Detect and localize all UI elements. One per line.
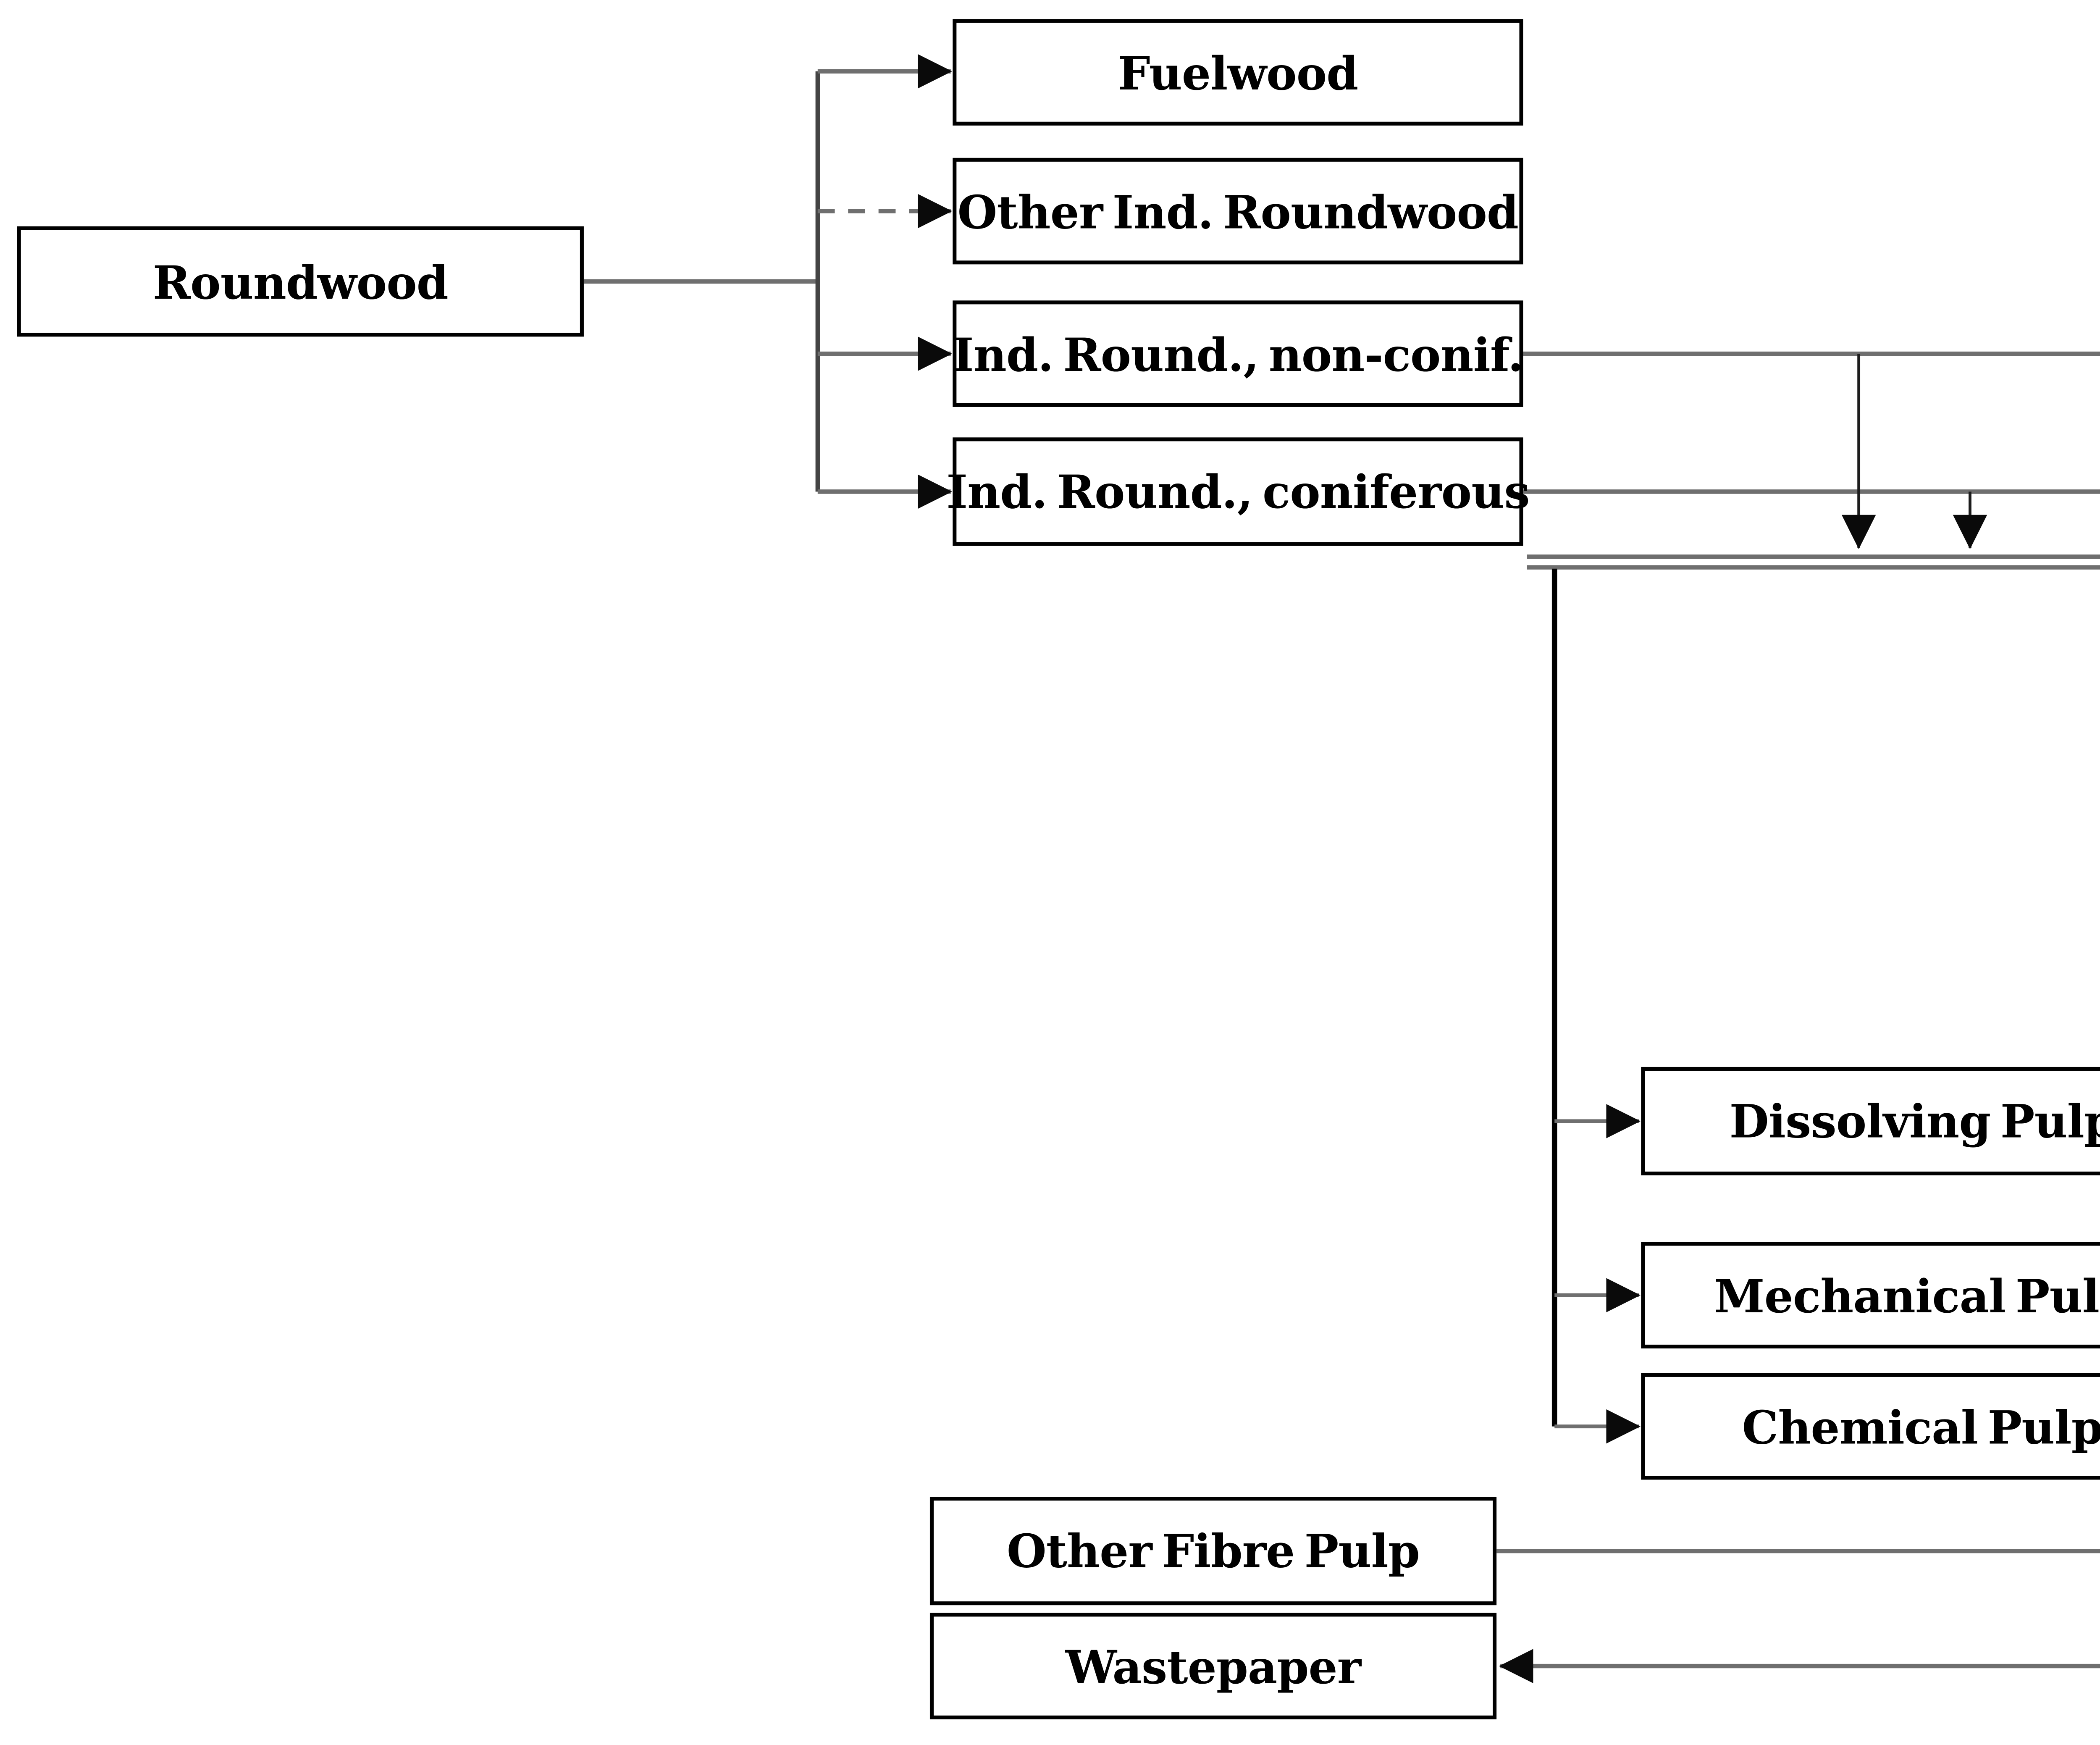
node-label: Other Fibre Pulp [1007,1523,1420,1579]
node-chemical-pulp: Chemical Pulp [1641,1373,2100,1480]
node-label: Roundwood [152,254,449,309]
node-fuelwood: Fuelwood [953,19,1523,126]
node-other-fibre-pulp: Other Fibre Pulp [929,1497,1497,1606]
node-label: Ind. Round., coniferous [946,464,1530,520]
node-roundwood: Roundwood [17,226,584,337]
node-label: Chemical Pulp [1742,1398,2100,1454]
node-label: Other Ind. Roundwood [957,183,1519,239]
node-wastepaper: Wastepaper [929,1613,1497,1719]
node-ind-round-non-conif: Ind. Round., non-conif. [952,300,1524,407]
node-label: Wastepaper [1065,1638,1361,1694]
node-label: Dissolving Pulp [1729,1093,2100,1149]
node-label: Fuelwood [1118,45,1358,100]
node-label: Mechanical Pulp [1714,1267,2100,1323]
node-label: Ind. Round., non-conif. [952,326,1524,381]
node-other-ind-roundwood: Other Ind. Roundwood [953,158,1523,265]
node-dissolving-pulp: Dissolving Pulp [1641,1067,2100,1175]
node-ind-round-coniferous: Ind. Round., coniferous [946,437,1530,546]
node-mechanical-pulp: Mechanical Pulp [1641,1242,2100,1348]
